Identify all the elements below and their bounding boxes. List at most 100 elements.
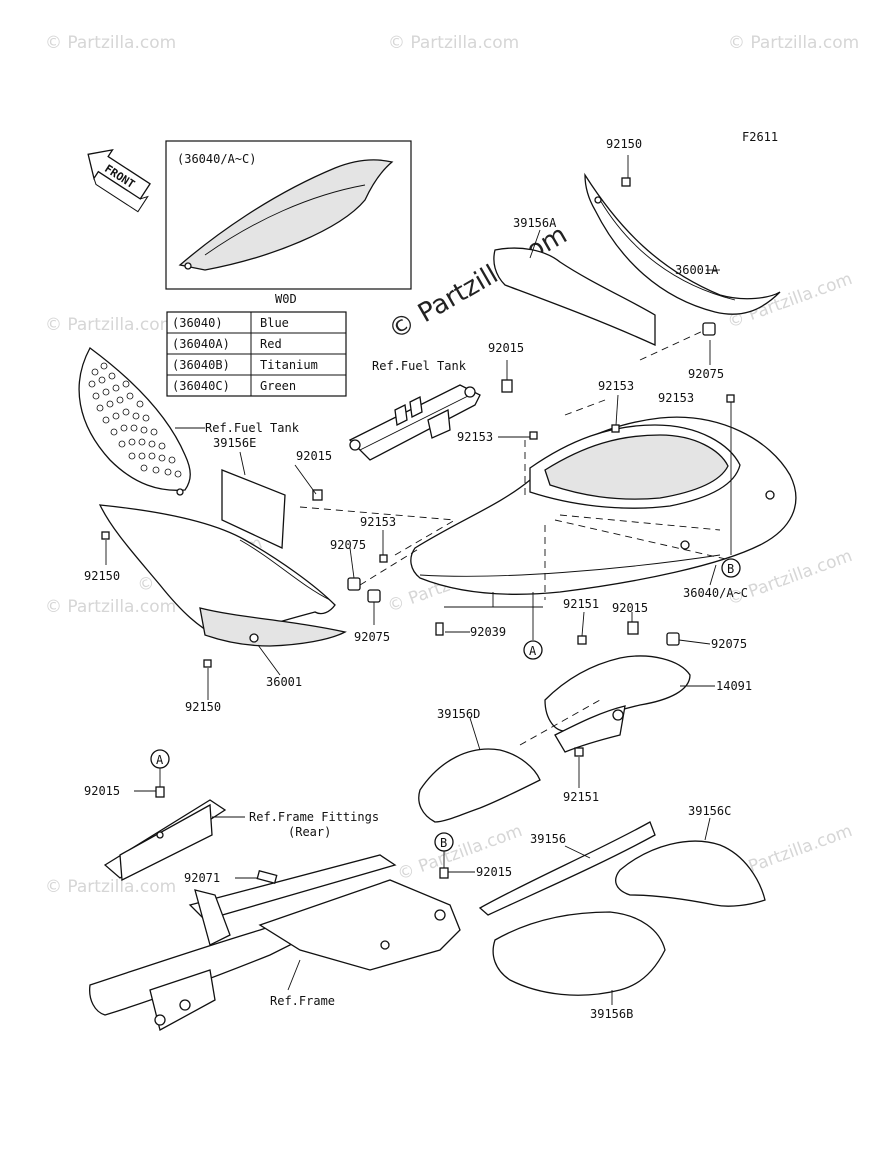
part-label: 92150 <box>84 569 120 583</box>
diagram-code: F2611 <box>742 130 778 144</box>
part-label: 36001A <box>675 263 719 277</box>
part-label: 92153 <box>598 379 634 393</box>
under-tray-14091 <box>544 655 691 753</box>
watermark: © Partzilla.com <box>45 33 176 53</box>
assembly-dash-lines <box>299 329 731 746</box>
part-label: 39156E <box>213 436 256 450</box>
side-cover-36001A <box>584 172 781 315</box>
callout-b: B <box>440 836 447 850</box>
bolt-92150 <box>621 177 631 187</box>
watermark: © Partzilla.com <box>725 546 855 610</box>
strip-39156 <box>478 821 656 916</box>
watermark: © Partzilla.com <box>728 33 859 53</box>
grommet-92075 <box>666 632 680 646</box>
pad-39156A <box>493 247 656 347</box>
sub-frame <box>89 854 461 1031</box>
inset-title: (36040/A~C) <box>177 152 256 166</box>
ref-label: Ref.Frame Fittings <box>249 810 379 824</box>
part-label: 92015 <box>612 601 648 615</box>
watermark: © Partzilla.com <box>388 33 519 53</box>
inset-box: (36040/A~C) <box>165 140 412 290</box>
collar-92015 <box>155 786 165 798</box>
bolt-92151 <box>577 635 587 645</box>
watermark: © Partzilla.com <box>45 877 176 897</box>
leader-lines <box>105 155 732 1005</box>
color-name: Titanium <box>260 358 318 372</box>
part-label: 92015 <box>476 865 512 879</box>
part-label: 92153 <box>360 515 396 529</box>
part-label: 92015 <box>488 341 524 355</box>
part-label: 92015 <box>84 784 120 798</box>
part-label: 92150 <box>185 700 221 714</box>
bolt-92153 <box>529 431 538 440</box>
fuel-tank-bracket <box>348 384 481 461</box>
callout-a: A <box>156 753 164 767</box>
pad-39156C <box>615 840 766 907</box>
bolt-92153 <box>379 554 388 563</box>
bolt-92153 <box>611 424 620 433</box>
color-table: W0D (36040) Blue (36040A) Red (36040B) T… <box>166 292 347 397</box>
bolt-92153 <box>726 394 735 403</box>
part-label: 92071 <box>184 871 220 885</box>
part-label: 14091 <box>716 679 752 693</box>
front-arrow-icon: FRONT <box>87 148 151 213</box>
part-label: 92151 <box>563 597 599 611</box>
part-label: 36001 <box>266 675 302 689</box>
grip-panel-fuel-tank <box>78 347 191 496</box>
part-label: 92075 <box>688 367 724 381</box>
color-table-header: W0D <box>275 292 297 306</box>
color-code: (36040A) <box>172 337 230 351</box>
callout-b: B <box>727 562 734 576</box>
part-label: 39156A <box>513 216 557 230</box>
pad-39156D <box>418 748 541 823</box>
watermark: © Partzilla.com <box>45 315 176 335</box>
tail-cowl-36040 <box>410 416 797 595</box>
ref-label: Ref.Frame <box>270 994 335 1008</box>
collar-92015 <box>627 621 639 635</box>
color-code: (36040) <box>172 316 223 330</box>
callouts: A B A B <box>150 558 741 852</box>
ref-label: Ref.Fuel Tank <box>372 359 467 373</box>
rivet-92039 <box>435 622 444 636</box>
grommet-92075 <box>367 589 381 603</box>
hardware-layer <box>101 177 735 879</box>
side-cover-36001 <box>98 504 347 647</box>
bolt-92150 <box>101 531 110 540</box>
part-label: 92075 <box>330 538 366 552</box>
part-label: 39156D <box>437 707 480 721</box>
color-name: Green <box>260 379 296 393</box>
part-label: 39156 <box>530 832 566 846</box>
part-label: 36040/A~C <box>683 586 748 600</box>
collar-92015 <box>501 379 513 393</box>
part-label: 92153 <box>457 430 493 444</box>
watermark: © Partzilla.com <box>45 597 176 617</box>
part-label: 92075 <box>711 637 747 651</box>
part-label: 92153 <box>658 391 694 405</box>
part-label: 92075 <box>354 630 390 644</box>
color-code: (36040C) <box>172 379 230 393</box>
frame-fittings-bracket <box>103 799 227 882</box>
part-label: 92151 <box>563 790 599 804</box>
grommet-92075 <box>702 322 716 336</box>
part-label: 39156B <box>590 1007 633 1021</box>
pad-39156B <box>492 911 666 996</box>
collar-92015 <box>439 867 449 879</box>
grommet-92075 <box>347 577 361 591</box>
callout-a: A <box>529 644 537 658</box>
bolt-92151 <box>574 747 584 757</box>
color-code: (36040B) <box>172 358 230 372</box>
ref-label: (Rear) <box>288 825 331 839</box>
color-name: Blue <box>260 316 289 330</box>
part-label: 92015 <box>296 449 332 463</box>
color-name: Red <box>260 337 282 351</box>
collar-92015 <box>312 489 323 501</box>
part-label: 39156C <box>688 804 731 818</box>
part-label: 92150 <box>606 137 642 151</box>
pad-39156E <box>221 469 286 549</box>
part-label: 92039 <box>470 625 506 639</box>
bolt-92150 <box>203 659 212 668</box>
part-labels: 92150 39156A 36001A 92075 92015 Ref.Fuel… <box>84 137 752 1021</box>
ref-label: Ref.Fuel Tank <box>205 421 300 435</box>
